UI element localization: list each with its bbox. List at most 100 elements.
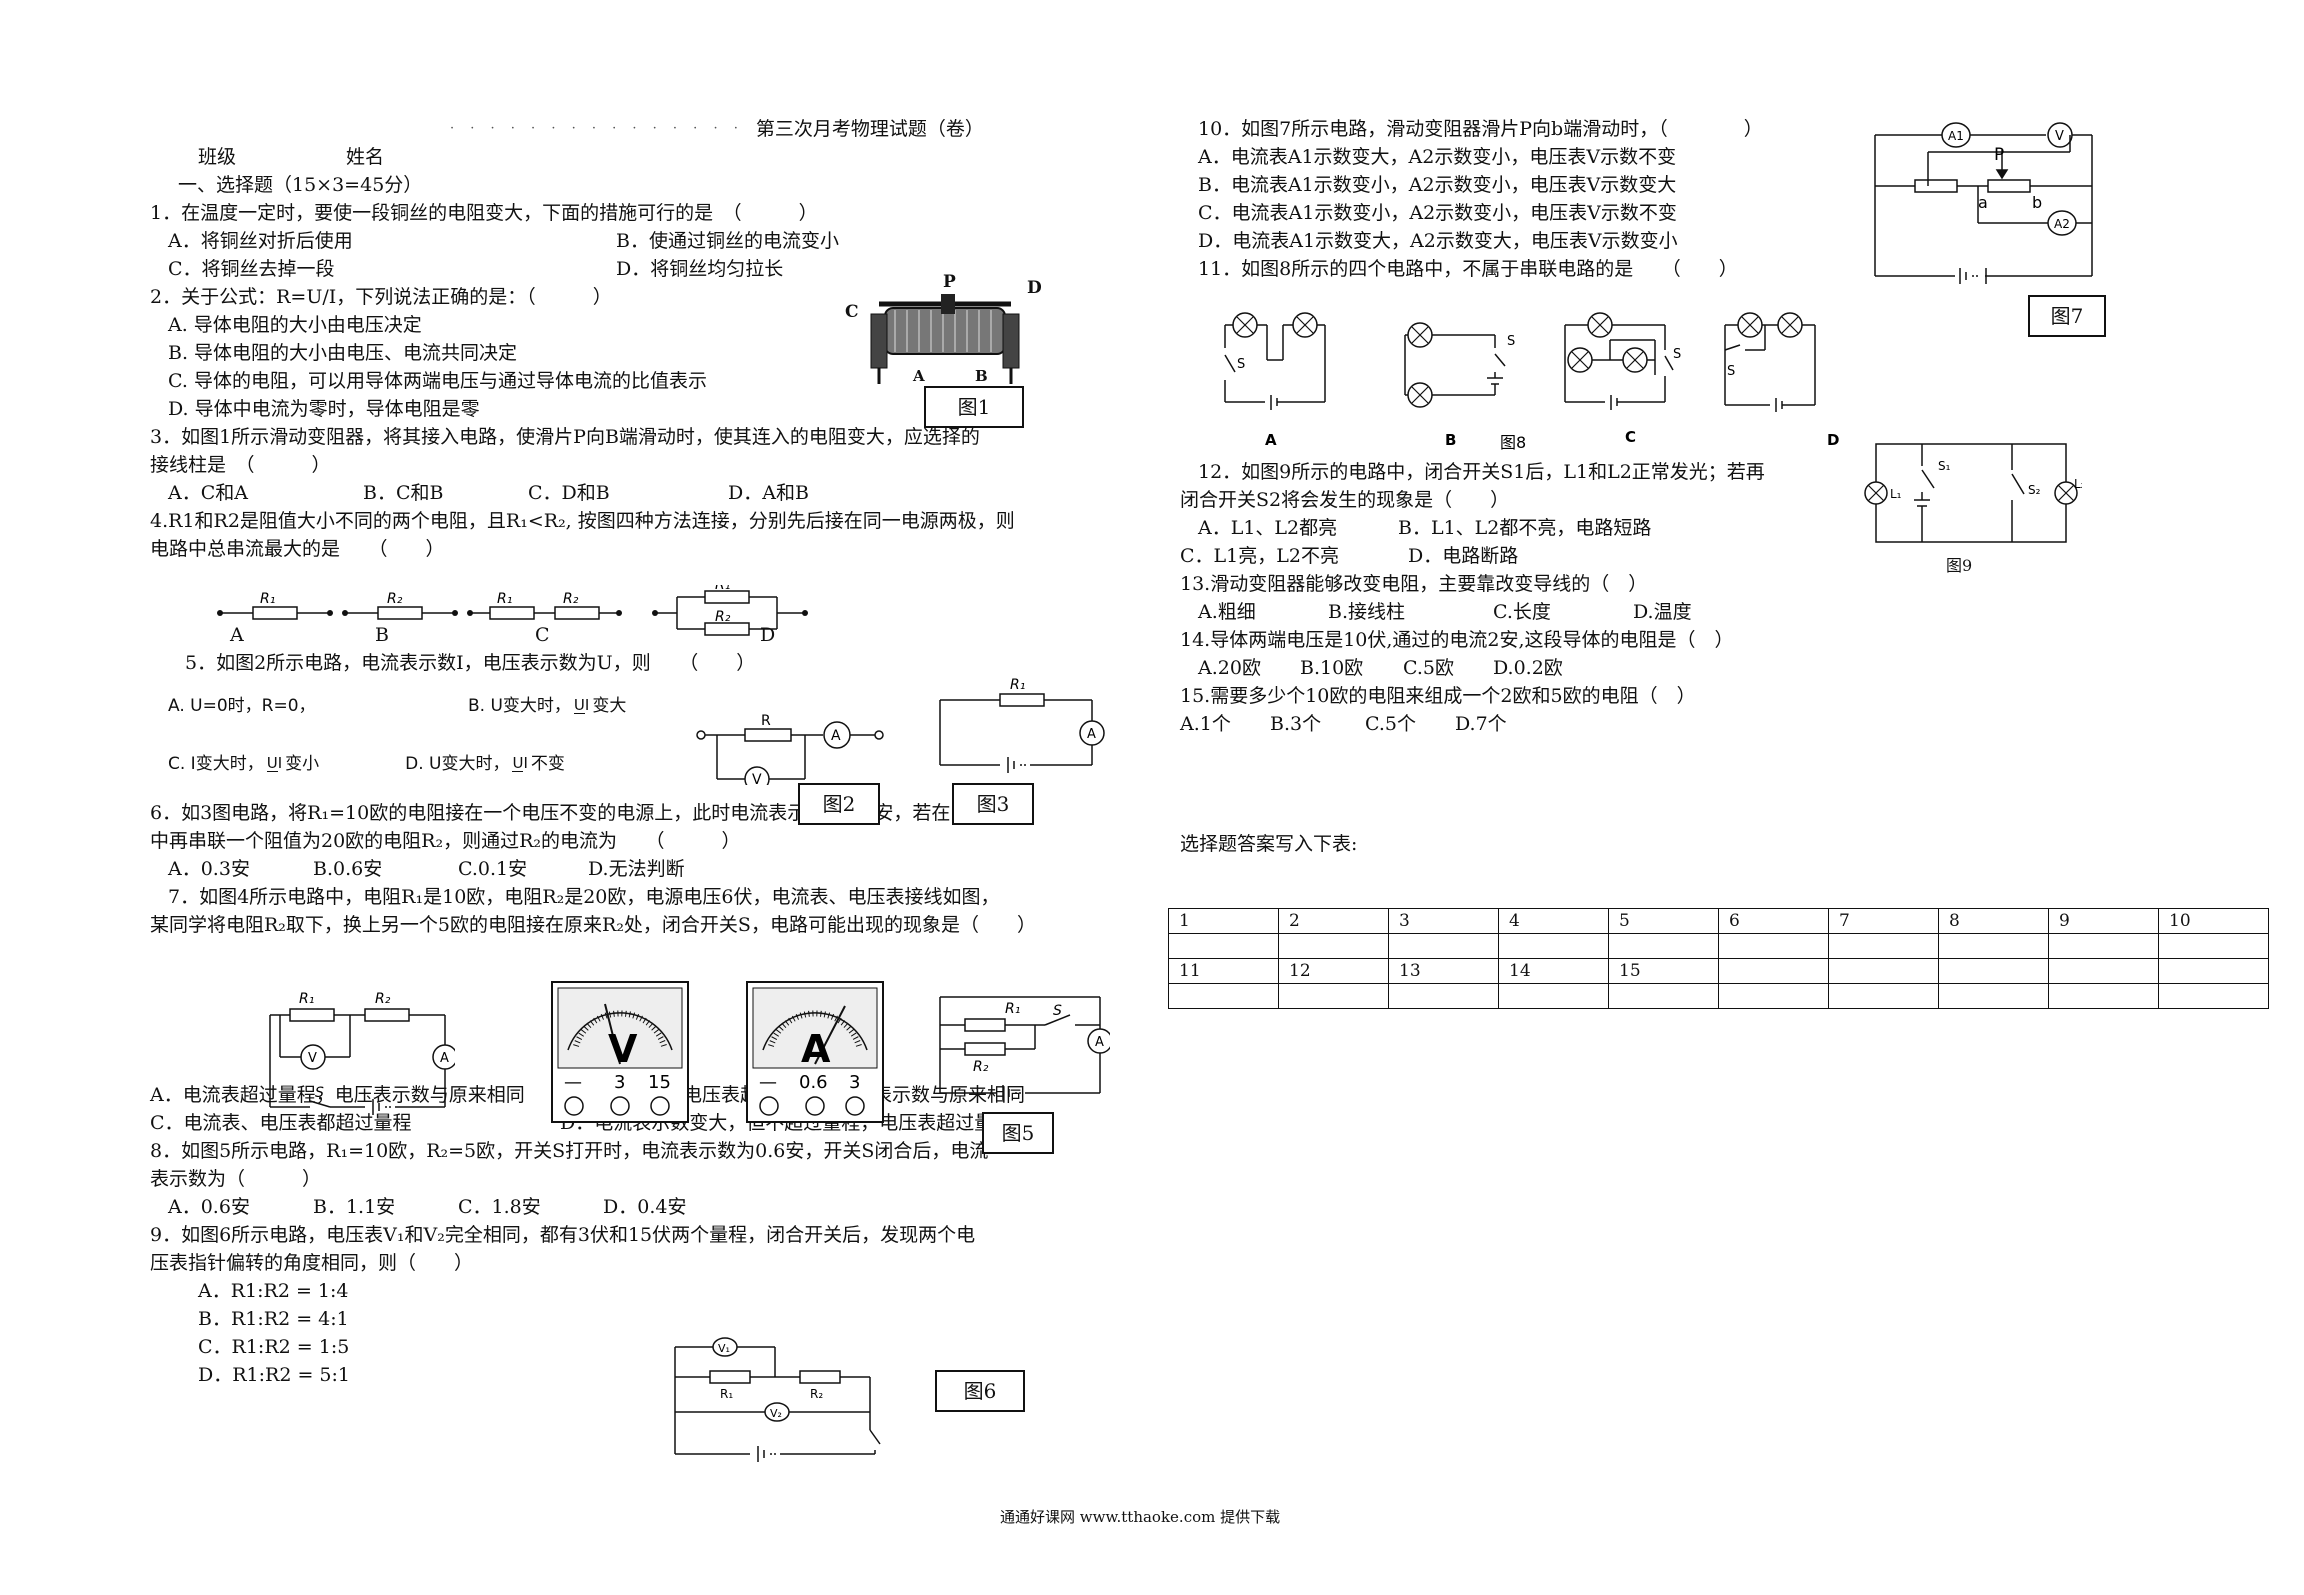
answer-cell[interactable]	[1938, 933, 2049, 959]
r2-label: R₂	[973, 1059, 989, 1075]
a2-label: A2	[2054, 217, 2070, 231]
r1-label: R₁	[299, 991, 314, 1007]
question-10: 10．如图7所示电路，滑动变阻器滑片P向b端滑动时，（ ） A．电流表A1示数变…	[1198, 118, 1763, 252]
voltmeter-v-label: V	[752, 772, 762, 785]
r1-label: R₁	[715, 585, 730, 593]
question-number-cell: 6	[1718, 908, 1829, 934]
l1-label: L₁	[1890, 487, 1902, 501]
fraction-u-over-i: UI	[573, 696, 590, 714]
terminal-b-label: B	[975, 367, 988, 385]
ammeter-a-label: A	[1095, 1035, 1104, 1050]
end-b-label: b	[2032, 193, 2042, 212]
figure-5-label: 图5	[982, 1112, 1054, 1154]
figure-9-circuit: L₁ L₂ S₁ S₂	[1862, 438, 2082, 568]
answer-input-row-1[interactable]	[1168, 933, 2269, 959]
option-c-label: C	[1625, 428, 1636, 446]
answer-cell[interactable]	[2048, 933, 2159, 959]
question-4: 4.R1和R2是阻值大小不同的两个电阻，且R₁<R₂, 按图四种方法连接，分别先…	[150, 510, 1015, 646]
r1-label: R₁	[497, 591, 512, 607]
question-number-cell: 9	[2048, 908, 2159, 934]
end-a-label: a	[1978, 193, 1988, 212]
r2-label: R₂	[563, 591, 579, 607]
question-7: 7．如图4所示电路中，电阻R₁是10欧，电阻R₂是20欧，电源电压6伏，电流表、…	[150, 886, 1036, 1134]
question-2: 2．关于公式：R=U/I，下列说法正确的是：（ ） A. 导体电阻的大小由电压决…	[150, 286, 707, 420]
answer-cell[interactable]	[1718, 933, 1829, 959]
figure-1-rheostat: C P D A B	[845, 272, 1045, 390]
answer-cell[interactable]	[2048, 983, 2159, 1009]
r1-label: R₁	[720, 1387, 733, 1401]
answer-cell[interactable]	[1718, 983, 1829, 1009]
answer-cell[interactable]	[1278, 933, 1389, 959]
answer-cell[interactable]	[1608, 933, 1719, 959]
v1-label: V₁	[718, 1342, 730, 1355]
answer-cell[interactable]	[2158, 933, 2269, 959]
answer-cell[interactable]	[1498, 933, 1609, 959]
terminal-c-label: C	[845, 302, 859, 322]
fraction-u-over-i: UI	[266, 754, 283, 772]
figure-3-circuit: R₁ A	[930, 675, 1110, 775]
page-title: · · · · · · · · · · · · · · ·第三次月考物理试题（卷…	[150, 115, 1150, 143]
figure-9-label: 图9	[1946, 556, 1973, 575]
question-number-cell: 10	[2158, 908, 2269, 934]
answer-cell[interactable]	[1828, 983, 1939, 1009]
question-1: 1．在温度一定时，要使一段铜丝的电阻变大，下面的措施可行的是 （ ） A．将铜丝…	[150, 202, 839, 280]
answer-cell[interactable]	[1278, 983, 1389, 1009]
range-3v-label: 3	[614, 1072, 625, 1093]
figure-8-label: 图8	[1500, 433, 1526, 450]
page-footer: 通通好课网 www.tthaoke.com 提供下载	[1000, 1508, 1281, 1526]
figure-2-circuit: R A V	[695, 705, 895, 785]
s1-label: S₁	[1938, 459, 1951, 473]
answer-cell[interactable]	[1828, 933, 1939, 959]
r2-label: R₂	[715, 609, 731, 625]
switch-s-label: S	[1053, 1003, 1062, 1019]
question-number-cell: 1	[1168, 908, 1279, 934]
ammeter-a-label: A	[831, 728, 841, 744]
range-0.6a-label: 0.6	[799, 1072, 828, 1093]
answer-cell[interactable]	[1168, 983, 1279, 1009]
section-heading: 一、选择题（15×3=45分）	[178, 174, 423, 196]
question-number-cell: 15	[1608, 958, 1719, 984]
answer-cell[interactable]	[1388, 933, 1499, 959]
v2-label: V₂	[770, 1407, 782, 1420]
minus-terminal-label: —	[564, 1072, 582, 1093]
question-number-cell	[1828, 958, 1939, 984]
figure-1-label: 图1	[924, 386, 1024, 428]
r1-label: R₁	[1005, 1001, 1020, 1017]
right-column: 10．如图7所示电路，滑动变阻器滑片P向b端滑动时，（ ） A．电流表A1示数变…	[1180, 115, 2220, 858]
switch-s-label: S	[315, 1085, 324, 1101]
voltmeter-v-label: V	[308, 1051, 317, 1066]
student-info: 班级姓名	[198, 146, 385, 168]
s2-label: S₂	[2028, 483, 2041, 497]
question-12: 12．如图9所示的电路中，闭合开关S1后，L1和L2正常发光；若再 闭合开关S2…	[1180, 461, 1765, 567]
figure-6-label: 图6	[935, 1370, 1025, 1412]
question-number-cell: 12	[1278, 958, 1389, 984]
option-d-label: D	[1827, 431, 1839, 449]
figure-5-circuit: R₁ S R₂ A	[935, 985, 1110, 1100]
switch-s-label: S	[1673, 347, 1681, 362]
answer-cell[interactable]	[1608, 983, 1719, 1009]
answer-cell[interactable]	[1498, 983, 1609, 1009]
a1-label: A1	[1948, 129, 1964, 143]
figure-7-circuit: A1 V A2 P a b	[1870, 118, 2100, 288]
question-number-cell	[2048, 958, 2159, 984]
figure-4-circuit: R₁ R₂ V A S	[265, 985, 455, 1115]
question-6: 6．如3图电路，将R₁=10欧的电阻接在一个电压不变的电源上，此时电流表示数为0…	[150, 802, 989, 880]
r2-label: R₂	[375, 991, 391, 1007]
answer-input-row-2[interactable]	[1168, 983, 2269, 1009]
question-number-cell: 7	[1828, 908, 1939, 934]
question-8: 8．如图5所示电路，R₁=10欧，R₂=5欧，开关S打开时，电流表示数为0.6安…	[150, 1140, 989, 1218]
answer-cell[interactable]	[1388, 983, 1499, 1009]
dotted-rule: · · · · · · · · · · · · · · ·	[450, 121, 744, 136]
voltmeter-v-glyph: V	[608, 1027, 638, 1071]
answer-cell[interactable]	[1168, 933, 1279, 959]
ammeter-a-glyph: A	[801, 1027, 831, 1071]
answer-cell[interactable]	[2158, 983, 2269, 1009]
switch-s-label: S	[1727, 364, 1735, 379]
answer-cell[interactable]	[1938, 983, 2049, 1009]
question-number-cell	[1938, 958, 2049, 984]
